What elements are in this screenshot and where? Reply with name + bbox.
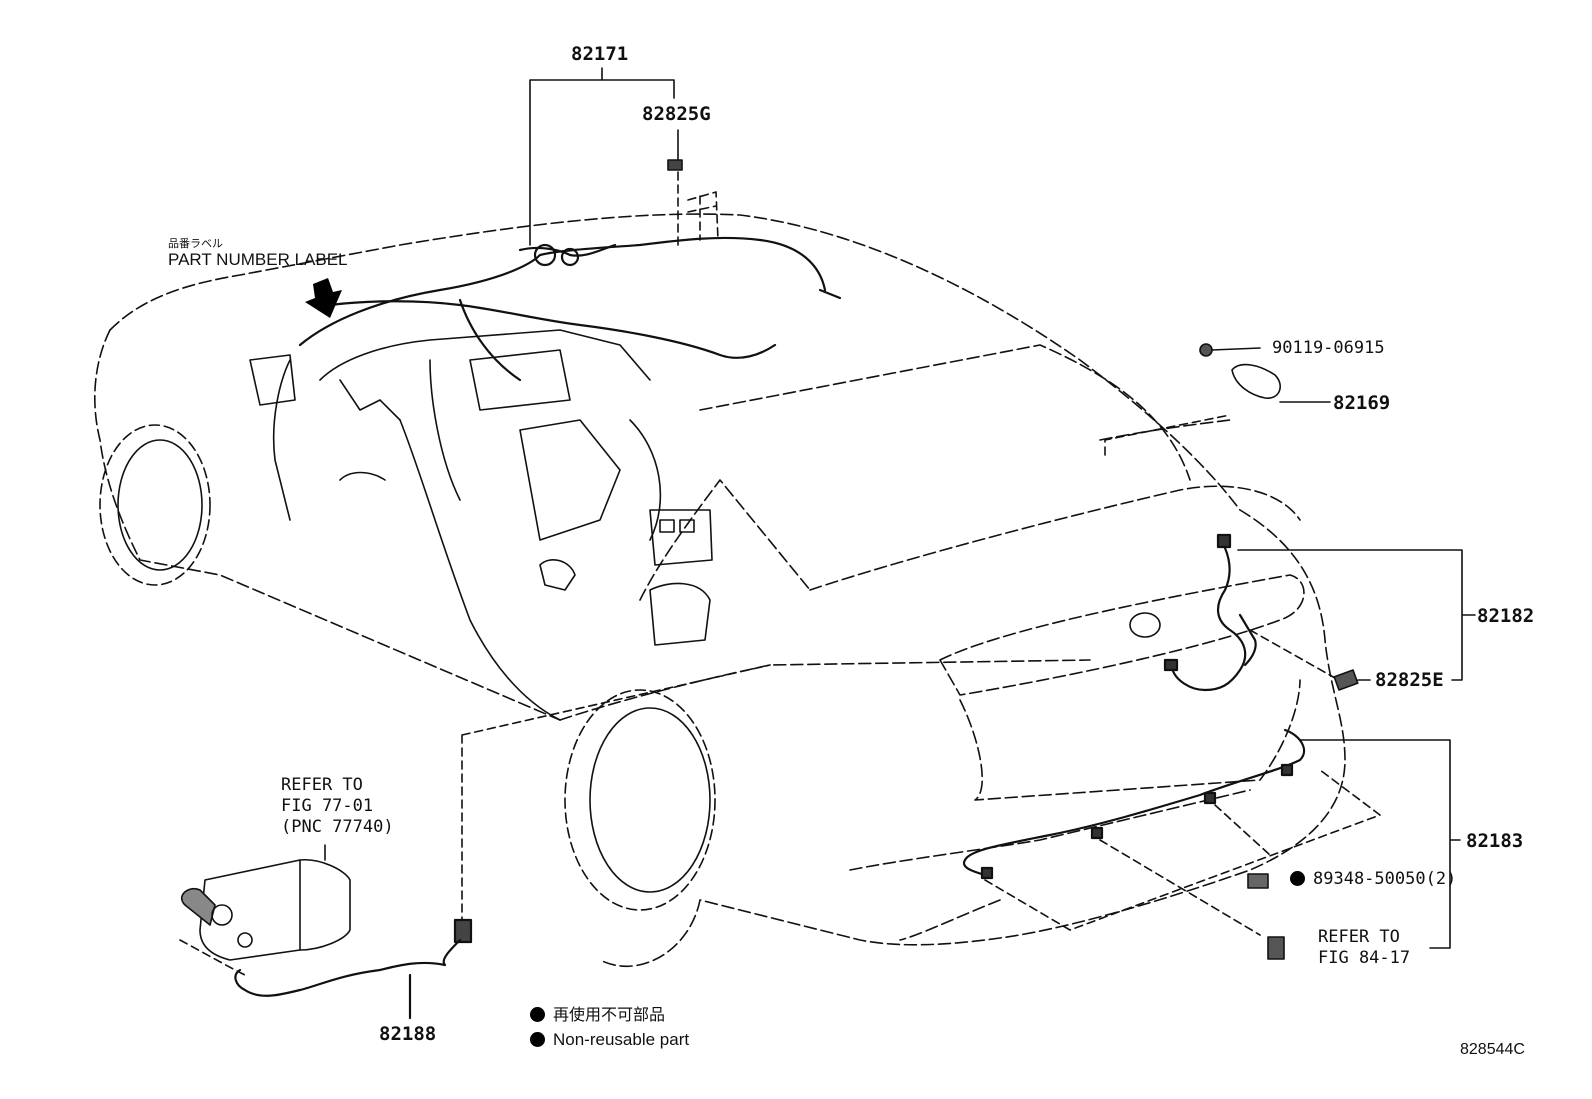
part-82182-label: 82182 [1477,605,1535,627]
purge-harness-82188 [234,918,473,1020]
clamp-82825G [667,159,683,171]
figure-id: 828544C [1460,1041,1525,1058]
rear-wheel [564,689,716,911]
part-number-arrow [305,278,342,318]
legend-en-text: Non-reusable part [553,1030,690,1049]
clip-82825E [1333,669,1359,691]
front-wheel [99,424,211,586]
refer-fig77-line1: REFER TO [281,775,363,795]
leader-82171 [529,67,679,246]
canister-dashed [179,939,246,976]
part-82825E-label: 82825E [1375,669,1444,691]
part-number-label-jp: 品番ラベル [168,237,223,250]
part-82188-label: 82188 [379,1023,437,1045]
bracket-82169 [1231,363,1331,403]
refer-fig84-line2: FIG 84-17 [1318,948,1411,968]
leader-82183-dashed [984,769,1381,936]
leader-82825G-dashed [677,171,719,246]
refer-fig77-line2: FIG 77-01 [281,796,374,816]
car-body-outline [94,213,1346,968]
part-82171-label: 82171 [571,43,629,65]
leader-82825E-dashed [1249,629,1336,679]
trunk-harness-82182 [1163,533,1257,692]
part-89348-text: 89348-50050(2) [1313,869,1457,889]
refer-fig84-line1: REFER TO [1318,927,1400,947]
leader-82188-dashed [461,664,771,921]
part-82169-label: 82169 [1333,392,1391,414]
legend-en: Non-reusable part [530,1030,689,1050]
legend-dot-icon [530,1032,545,1047]
legend-dot-icon [530,1007,545,1022]
instrument-panel-harness [298,236,842,382]
leader-82183 [1299,739,1461,949]
canister-assembly [180,844,351,961]
part-number-label-en: PART NUMBER LABEL [168,250,348,269]
part-89348-label: 89348-50050(2) [1290,869,1456,889]
legend-jp: 再使用不可部品 [530,1005,665,1025]
grommet-89348 [1247,873,1269,889]
part-90119-label: 90119-06915 [1272,338,1385,358]
part-82183-label: 82183 [1466,830,1524,852]
refer-fig77-line3: (PNC 77740) [281,817,394,837]
part-82825G-label: 82825G [642,103,711,125]
bracket-fig84 [1267,936,1285,960]
leader-82169-dashed [1104,414,1231,456]
leader-82182 [1237,549,1476,681]
non-reusable-dot-icon [1290,871,1305,886]
interior-sketch [249,329,1161,721]
bolt-90119 [1199,343,1261,357]
bumper-harness-82183 [962,728,1306,880]
legend-jp-text: 再使用不可部品 [553,1005,666,1024]
